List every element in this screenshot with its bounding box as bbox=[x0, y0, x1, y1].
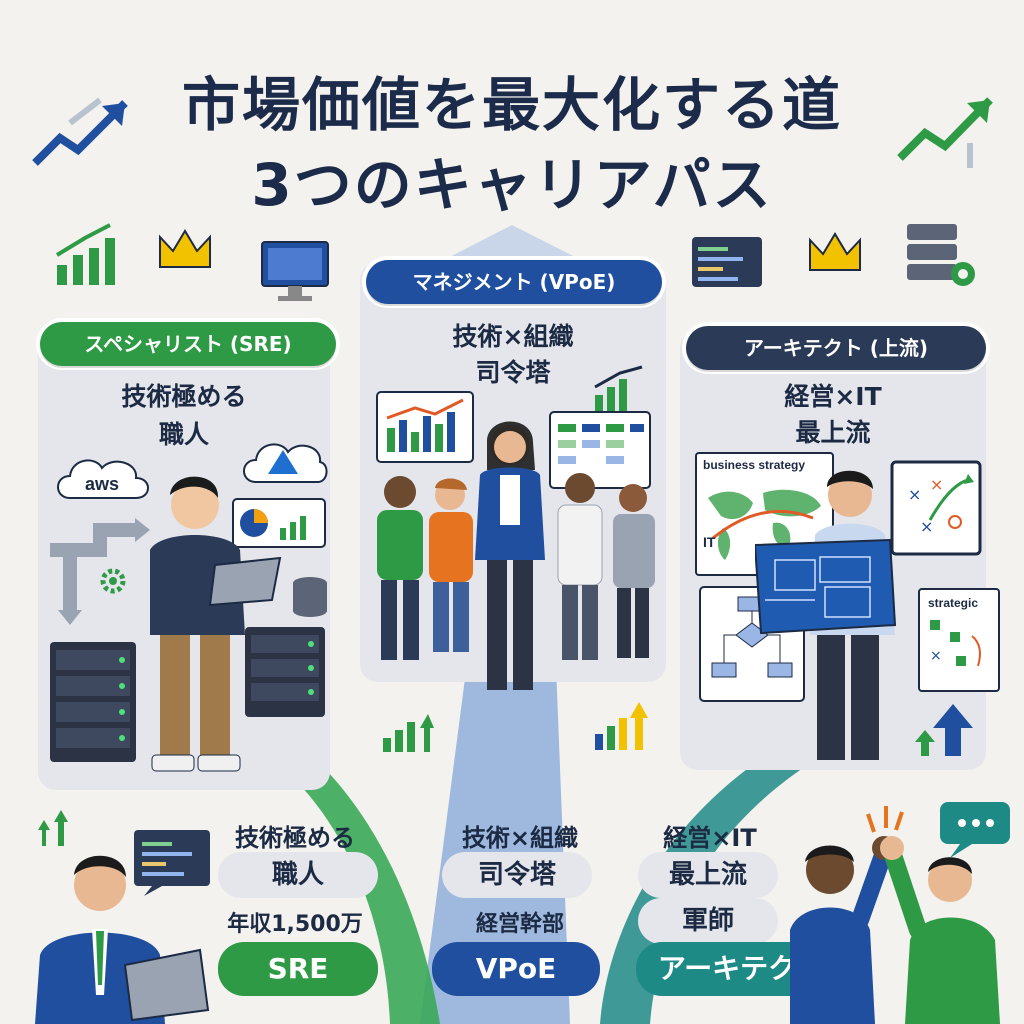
growth-icon-left bbox=[383, 714, 434, 752]
server-rack-icon-right bbox=[245, 627, 325, 717]
azure-cloud-icon bbox=[243, 443, 328, 483]
specialist-salary: 年収1,500万 bbox=[227, 912, 363, 937]
database-icon bbox=[293, 577, 327, 617]
trend-arrow-icon-right bbox=[897, 97, 993, 168]
architect-person-illustration bbox=[755, 470, 897, 760]
team-illustration bbox=[377, 421, 655, 690]
architect-bottom-chip1: 最上流 bbox=[638, 852, 778, 898]
growth-chart-icon bbox=[594, 365, 643, 411]
aws-cloud-icon: aws bbox=[57, 459, 149, 499]
specialist-bottom-line1: 技術極める bbox=[235, 824, 355, 852]
strategic-label: strategic bbox=[928, 596, 979, 610]
sre-badge[interactable]: SRE bbox=[218, 942, 378, 996]
presentation-board-icon bbox=[376, 391, 474, 463]
management-bottom-line3: 経営幹部 bbox=[475, 912, 564, 937]
vpoe-badge[interactable]: VPoE bbox=[432, 942, 600, 996]
server-rack-icon-left bbox=[50, 642, 136, 762]
trend-arrow-icon-left bbox=[32, 97, 128, 166]
high-five-illustration bbox=[790, 802, 1010, 1024]
architect-subtitle-1: 経営×IT bbox=[784, 382, 882, 411]
architect-bottom-line1: 経営×IT bbox=[663, 824, 757, 852]
up-arrows-icon bbox=[38, 810, 68, 846]
specialist-subtitle-1: 技術極める bbox=[121, 382, 247, 411]
svg-text:×: × bbox=[920, 517, 933, 536]
up-arrow-icon bbox=[915, 704, 973, 756]
architect-bottom-chip2: 軍師 bbox=[638, 898, 778, 944]
tactics-board-icon: × × × bbox=[890, 460, 982, 556]
code-window-icon-bottom bbox=[134, 830, 210, 896]
strategic-doc: strategic × bbox=[918, 588, 1000, 692]
management-subtitle-2: 司令塔 bbox=[475, 358, 551, 387]
strategy-squares-icon: × bbox=[930, 620, 981, 667]
page-title-line1: 市場価値を最大化する道 bbox=[181, 71, 842, 139]
management-subtitle-1: 技術×組織 bbox=[452, 322, 574, 351]
svg-text:aws: aws bbox=[85, 474, 119, 494]
architect-subtitle-2: 最上流 bbox=[795, 418, 871, 447]
engineer-person-illustration bbox=[150, 476, 282, 772]
page-title-line2: 3つのキャリアパス bbox=[251, 151, 773, 219]
architect-pill[interactable]: アーキテクト (上流) bbox=[686, 326, 986, 370]
it-label: IT bbox=[703, 534, 716, 550]
management-bottom-chip: 司令塔 bbox=[442, 852, 592, 898]
businessman-laptop-illustration bbox=[35, 855, 210, 1024]
management-bottom-line1: 技術×組織 bbox=[461, 824, 579, 852]
server-gear-icon bbox=[907, 224, 975, 286]
code-window-icon bbox=[692, 237, 762, 287]
pie-chart-card-icon bbox=[232, 498, 326, 548]
svg-text:×: × bbox=[930, 648, 942, 664]
business-strategy-label: business strategy bbox=[703, 458, 806, 472]
growth-icon-right bbox=[595, 702, 648, 750]
management-pill[interactable]: マネジメント (VPoE) bbox=[366, 260, 662, 304]
crown-icon-right bbox=[809, 232, 861, 271]
gear-icon bbox=[100, 568, 126, 594]
svg-text:×: × bbox=[908, 485, 921, 504]
pipe-icon bbox=[50, 518, 150, 625]
crown-icon-left bbox=[159, 229, 211, 268]
specialist-bottom-chip: 職人 bbox=[218, 852, 378, 898]
bar-chart-icon bbox=[55, 223, 115, 285]
svg-text:×: × bbox=[930, 475, 943, 494]
monitor-icon bbox=[261, 241, 329, 301]
specialist-pill[interactable]: スペシャリスト (SRE) bbox=[40, 322, 336, 366]
world-map-icon bbox=[708, 489, 821, 560]
kanban-board-icon bbox=[549, 411, 651, 489]
specialist-subtitle-2: 職人 bbox=[158, 420, 209, 449]
